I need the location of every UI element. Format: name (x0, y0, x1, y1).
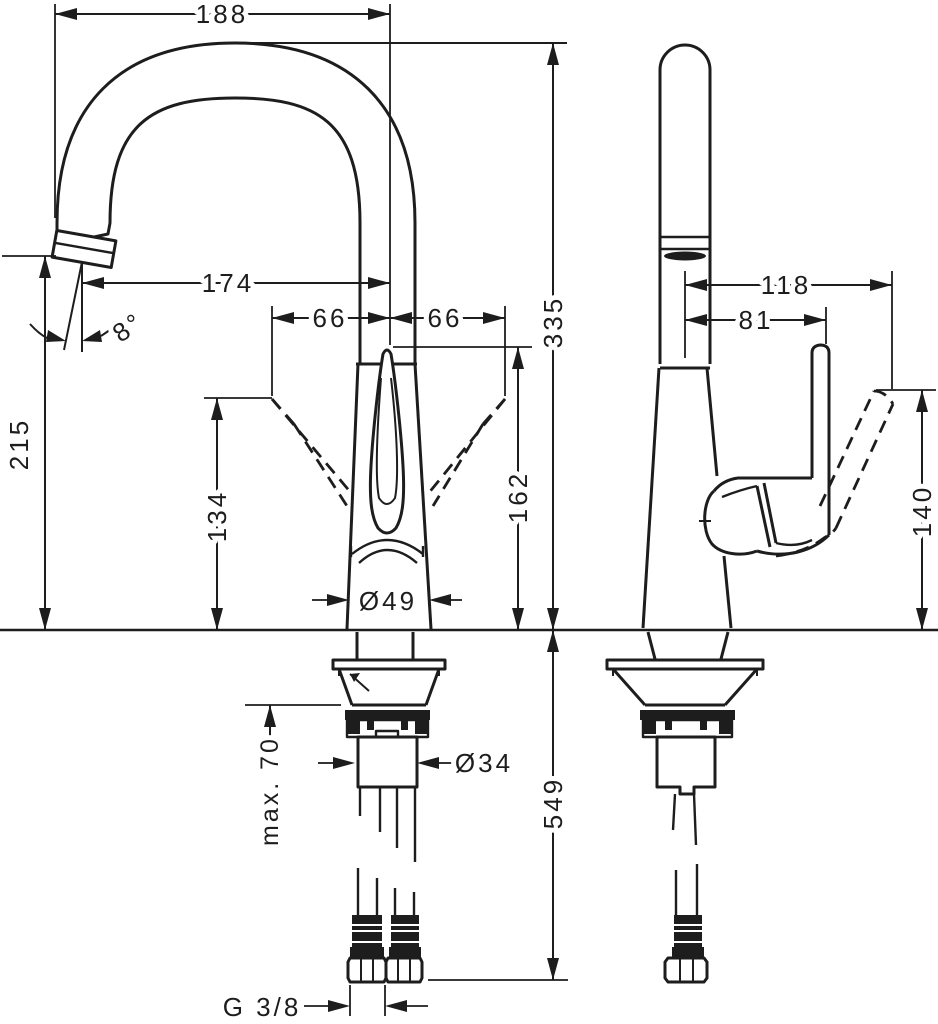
front-view (605, 43, 895, 984)
gasket-side (345, 710, 430, 720)
dim-front-depth: 118 (761, 270, 811, 300)
dim-lever-top-height: 162 (503, 471, 533, 523)
extension-lines (2, 4, 936, 1016)
side-view (50, 41, 507, 984)
dimension-arrows (39, 8, 928, 1012)
dim-lever-swing-left: 66 (313, 303, 348, 333)
dim-overall-width: 188 (196, 0, 248, 29)
cone-left-edge (641, 367, 661, 629)
spout-angle-lines (63, 261, 83, 352)
spout-tube (55, 41, 417, 366)
dim-hose-connection: G 3/8 (223, 992, 302, 1022)
lever-blade-front (368, 348, 406, 535)
dim-spout-angle: 8° (107, 306, 149, 348)
supply-hose-fitting-left (350, 915, 421, 958)
hose-nut-2 (384, 956, 424, 984)
dim-overall-height: 335 (538, 296, 568, 348)
dim-lever-raised-height: 140 (907, 485, 937, 537)
threaded-shank-front (655, 735, 717, 796)
hose-nut-1 (346, 956, 388, 984)
dim-shank-diameter: Ø34 (455, 748, 513, 778)
supply-hose-fitting-front (672, 915, 704, 958)
mounting-nut-front (641, 718, 734, 739)
dim-base-diameter: Ø49 (359, 586, 417, 616)
lever-handle (699, 343, 831, 556)
cone-right-edge-lower (722, 555, 733, 629)
hose-nut-front (663, 956, 709, 984)
lever-blade-inner (375, 377, 399, 505)
cone-right-edge-upper (705, 367, 719, 477)
dimension-lines (44, 13, 923, 980)
body-cone (345, 362, 433, 630)
dim-spout-outlet-height: 215 (4, 418, 34, 470)
dim-height-incl-hoses: 549 (538, 777, 568, 829)
mounting-hardware-side (331, 632, 447, 984)
dim-max-deck-thickness: max. 70 (256, 736, 284, 846)
body-shading-arcs (349, 538, 425, 564)
dim-lever-swivel-height: 134 (202, 490, 232, 542)
spout-aerator (50, 228, 118, 270)
dim-spout-reach: 174 (202, 268, 254, 298)
lever-raised-dashed (775, 389, 895, 558)
gasket-front (640, 710, 735, 720)
threaded-shank-side (356, 735, 419, 789)
lever-swivel-dashed-left (270, 398, 354, 507)
swivel-seal-ring (664, 251, 706, 261)
mounting-hardware-front (605, 631, 765, 984)
dim-lever-reach: 81 (739, 305, 774, 335)
lever-swivel-dashed-right (426, 398, 507, 507)
dim-lever-swing-right: 66 (428, 303, 463, 333)
